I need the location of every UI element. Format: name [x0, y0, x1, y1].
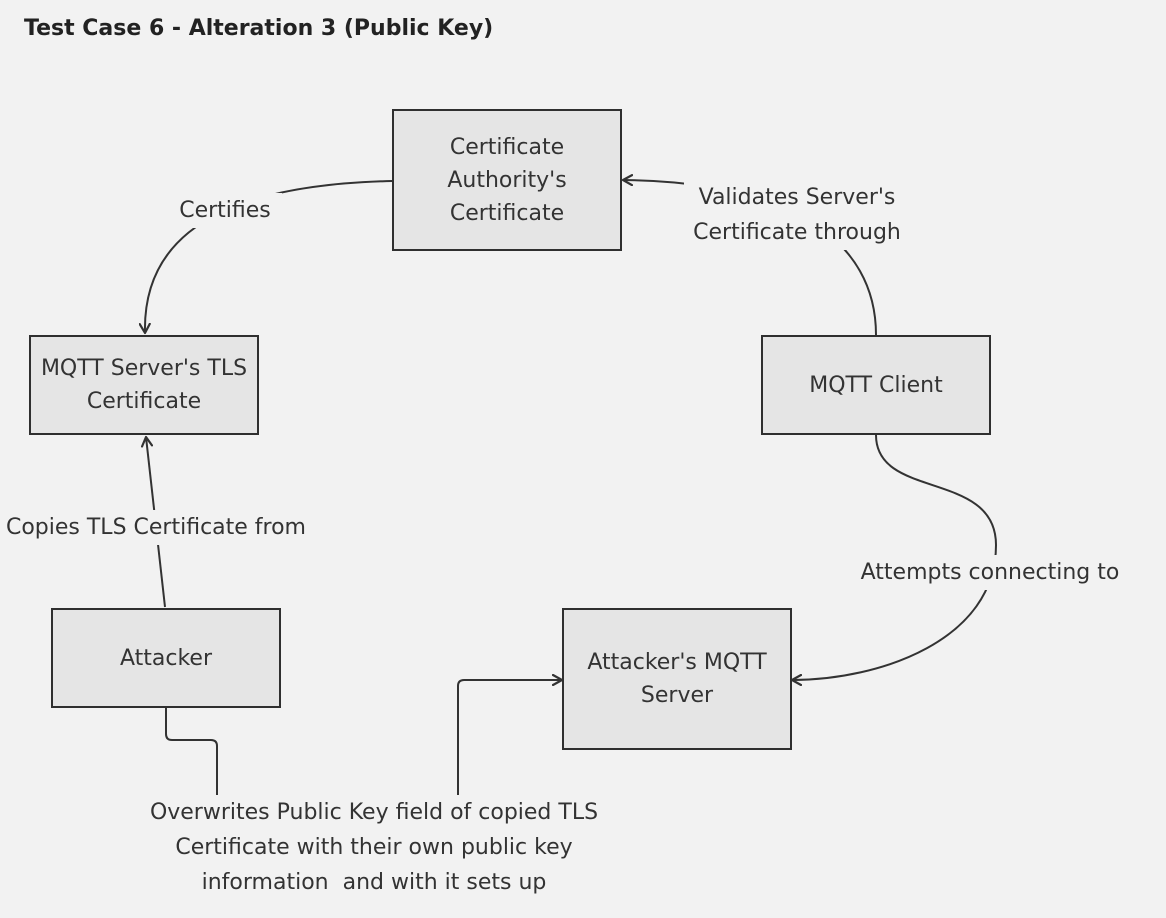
node-ca-certificate[interactable]: Certificate Authority's Certificate: [392, 109, 622, 251]
edge-label-overwrites-line-1: Overwrites Public Key field of copied TL…: [149, 800, 599, 825]
node-server-tls-certificate[interactable]: MQTT Server's TLS Certificate: [29, 335, 259, 435]
node-client-line-1: MQTT Client: [809, 372, 943, 398]
edge-label-copies-line-1: Copies TLS Certificate from: [5, 515, 306, 540]
edge-label-validates-line-2: Certificate through: [693, 220, 901, 245]
diagram-title: Test Case 6 - Alteration 3 (Public Key): [24, 16, 494, 41]
node-server-cert-line-2: Certificate: [86, 389, 202, 414]
edge-label-attempts-line-1: Attempts connecting to: [860, 560, 1120, 585]
edge-overwrites: [165, 680, 562, 797]
node-server-cert-line-1: MQTT Server's TLS: [40, 356, 248, 381]
node-ca-line-1: Certificate: [449, 134, 565, 160]
edge-label-attempts: Attempts connecting to: [850, 555, 1130, 590]
edge-label-overwrites-line-3: information and with it sets up: [201, 870, 547, 895]
edge-attempts: [792, 434, 998, 680]
edge-label-certifies: Certifies: [168, 193, 282, 228]
edge-label-overwrites-line-2: Certificate with their own public key: [175, 835, 573, 860]
edge-label-validates: Validates Server's Certificate through: [684, 180, 910, 250]
edge-label-overwrites: Overwrites Public Key field of copied TL…: [128, 795, 620, 900]
node-attacker[interactable]: Attacker: [51, 608, 281, 708]
edge-label-validates-line-1: Validates Server's: [698, 185, 896, 210]
node-attacker-mqtt-server[interactable]: Attacker's MQTT Server: [562, 608, 792, 750]
node-ca-line-2: Authority's: [447, 167, 567, 193]
edge-label-certifies-line-1: Certifies: [179, 198, 271, 223]
node-attacker-server-line-1: Attacker's MQTT: [587, 650, 767, 675]
node-attacker-server-line-2: Server: [640, 683, 714, 708]
node-attacker-line-1: Attacker: [119, 645, 213, 671]
node-mqtt-client[interactable]: MQTT Client: [761, 335, 991, 435]
edge-label-copies: Copies TLS Certificate from: [0, 510, 312, 545]
node-ca-line-3: Certificate: [449, 200, 565, 226]
